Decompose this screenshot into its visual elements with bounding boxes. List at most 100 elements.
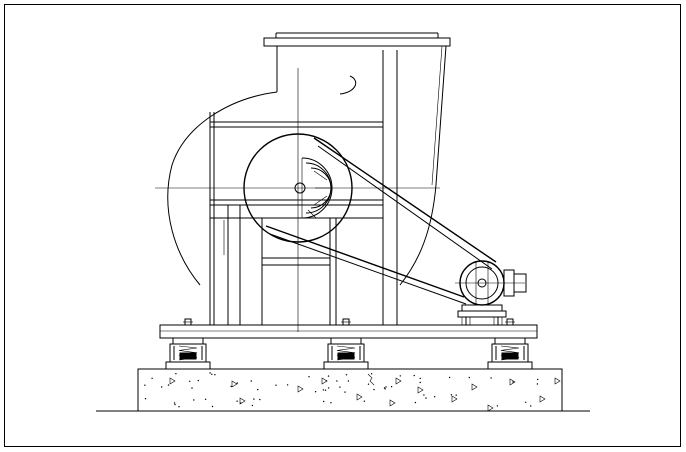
aggregate-dot <box>275 384 277 386</box>
aggregate-dot <box>193 399 195 401</box>
aggregate-dot <box>496 405 499 407</box>
aggregate-dot <box>236 400 238 402</box>
centerlines <box>155 68 525 332</box>
aggregate-dot <box>530 405 532 407</box>
aggregate-triangle <box>417 386 424 394</box>
aggregate-dot <box>455 394 457 396</box>
aggregate-dot <box>259 398 261 401</box>
aggregate-dot <box>525 401 527 403</box>
aggregate-dot <box>344 391 346 393</box>
aggregate-dot <box>363 400 366 402</box>
aggregate-triangle <box>395 377 402 385</box>
aggregate-dot <box>253 398 255 400</box>
spring-isolators <box>165 318 533 370</box>
aggregate-dot <box>450 394 453 396</box>
aggregate-dot <box>240 402 242 404</box>
aggregate-triangle <box>389 399 396 407</box>
aggregate-triangle <box>356 393 363 401</box>
fan-scroll-housing <box>167 32 451 325</box>
aggregate-dot <box>419 381 421 384</box>
aggregate-dot <box>322 389 325 391</box>
aggregate-dot <box>286 384 289 386</box>
aggregate-dot <box>327 375 330 377</box>
aggregate-triangle <box>539 395 546 403</box>
aggregate-dot <box>230 385 232 388</box>
concrete-foundation <box>96 368 590 412</box>
aggregate-dot <box>325 380 328 382</box>
spring-isolator <box>165 318 211 370</box>
concrete-aggregate-pattern <box>144 372 561 412</box>
aggregate-dot <box>144 398 147 400</box>
aggregate-dot <box>512 381 514 383</box>
aggregate-triangle <box>169 377 176 385</box>
electric-motor <box>457 260 527 326</box>
aggregate-dot <box>367 383 370 385</box>
aggregate-dot <box>336 380 338 382</box>
aggregate-dot <box>174 403 176 406</box>
aggregate-dot <box>211 405 214 408</box>
aggregate-dot <box>339 386 341 388</box>
aggregate-dot <box>251 404 254 407</box>
aggregate-dot <box>413 374 415 377</box>
aggregate-triangle <box>239 397 246 405</box>
v-belt-drive <box>265 137 497 305</box>
aggregate-dot <box>323 400 325 403</box>
aggregate-dot <box>345 374 348 376</box>
aggregate-dot <box>373 388 375 391</box>
aggregate-triangle <box>231 380 238 388</box>
aggregate-dot <box>214 374 216 376</box>
aggregate-dot <box>191 387 193 389</box>
aggregate-dot <box>308 376 310 378</box>
aggregate-dot <box>167 384 170 386</box>
aggregate-dot <box>211 373 213 375</box>
aggregate-dot <box>250 380 252 382</box>
aggregate-triangle <box>487 404 494 412</box>
aggregate-dot <box>536 383 539 385</box>
aggregate-dot <box>197 379 199 382</box>
aggregate-dot <box>330 402 332 404</box>
aggregate-dot <box>419 377 421 380</box>
aggregate-dot <box>399 375 401 377</box>
aggregate-dot <box>161 386 163 388</box>
aggregate-triangle <box>554 377 561 385</box>
aggregate-triangle <box>297 385 304 393</box>
aggregate-dot <box>324 389 327 391</box>
aggregate-dot <box>425 397 427 399</box>
aggregate-dot <box>537 378 539 381</box>
aggregate-triangle <box>471 383 478 391</box>
aggregate-dot <box>490 377 492 379</box>
aggregate-dot <box>236 382 238 384</box>
aggregate-dot <box>204 398 207 400</box>
aggregate-dot <box>434 396 436 398</box>
aggregate-dot <box>175 373 177 375</box>
aggregate-dot <box>390 386 393 388</box>
aggregate-dot <box>370 373 373 375</box>
aggregate-dot <box>414 401 417 404</box>
aggregate-dot <box>178 406 180 408</box>
aggregate-dot <box>385 386 387 388</box>
anchor-mark <box>367 373 375 386</box>
aggregate-dot <box>189 380 191 382</box>
aggregate-dot <box>327 387 330 389</box>
aggregate-dot <box>468 376 470 379</box>
aggregate-triangle <box>321 377 328 385</box>
aggregate-dot <box>257 388 259 391</box>
aggregate-triangle <box>509 378 516 386</box>
aggregate-dot <box>151 377 153 379</box>
aggregate-dot <box>314 391 317 393</box>
aggregate-dot <box>384 388 386 390</box>
aggregate-dot <box>423 394 425 396</box>
fan-pulley <box>243 133 353 243</box>
aggregate-dot <box>209 372 211 374</box>
drawing-frame <box>4 4 681 447</box>
aggregate-dot <box>347 380 350 382</box>
aggregate-triangle <box>451 395 458 403</box>
aggregate-dot <box>144 384 146 386</box>
spring-isolator <box>323 318 369 370</box>
aggregate-dot <box>173 402 176 404</box>
steel-base-frame <box>159 324 538 339</box>
spring-isolator <box>487 318 533 370</box>
aggregate-dot <box>448 376 451 379</box>
